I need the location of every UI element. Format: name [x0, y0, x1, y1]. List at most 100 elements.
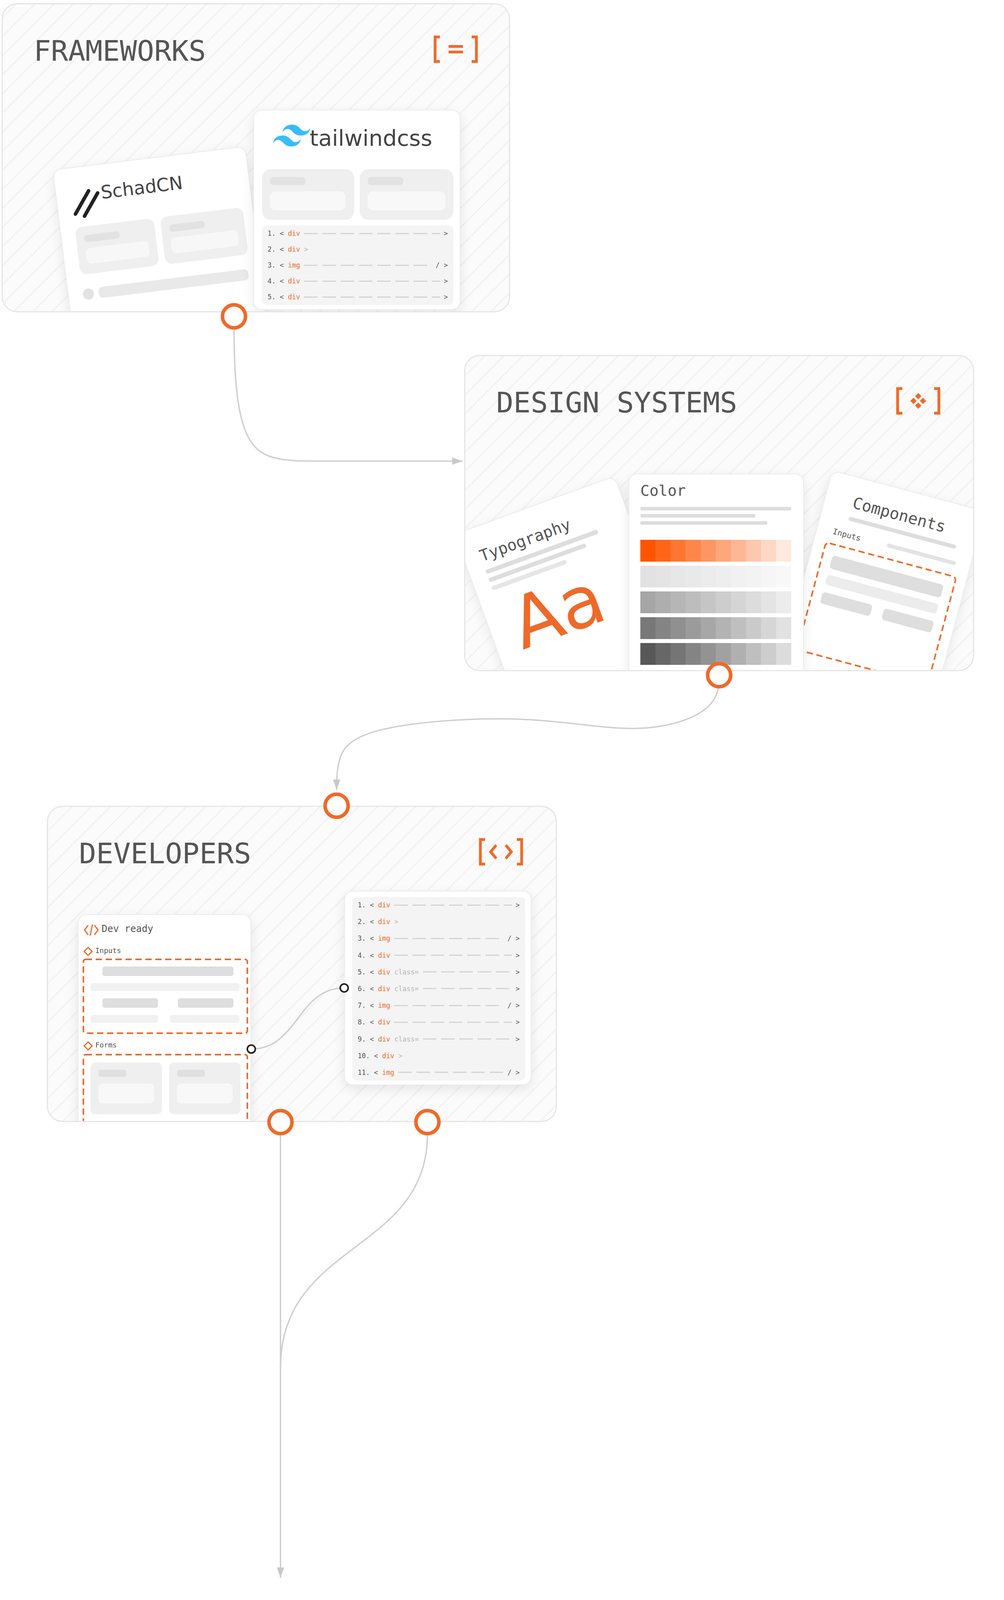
code-token: < — [279, 245, 284, 254]
illustration — [478, 838, 524, 866]
code-token: < — [369, 968, 374, 977]
illustration — [83, 923, 100, 938]
code-text: / > — [507, 934, 520, 943]
code-text: > — [515, 951, 520, 960]
code-placeholder — [394, 1021, 512, 1024]
code-text: > — [515, 984, 520, 993]
code-token: 1. — [357, 901, 366, 910]
code-token: < — [369, 1035, 374, 1044]
heading: Dev ready — [101, 923, 154, 935]
code-token: img — [377, 934, 391, 943]
code-token: div — [377, 984, 391, 993]
heading: Components — [850, 493, 949, 536]
code-token: 4. — [267, 277, 276, 286]
content-card: tailwindcss1. < div>2. < div >3. < img/ … — [253, 109, 461, 311]
code-token: 1. — [267, 229, 276, 238]
text-slot: Dev ready — [101, 923, 154, 935]
code-token: < — [373, 1052, 378, 1060]
illustration — [68, 179, 105, 223]
text-label: Aa — [500, 556, 616, 665]
code-line: 5. < div> — [267, 292, 448, 301]
code-token: div — [287, 292, 301, 301]
connector — [251, 988, 345, 1050]
code-text: 3. < img — [267, 261, 301, 270]
code-token: 8. — [357, 1018, 366, 1027]
illustration — [433, 35, 478, 64]
code-line: 1. < div> — [357, 901, 520, 910]
code-text: 7. < img — [357, 1001, 391, 1010]
code-token: > — [304, 245, 309, 254]
code-text: > — [443, 292, 448, 301]
connector — [336, 671, 720, 791]
code-line: 6. < div class= > — [357, 984, 520, 993]
text-slot: Forms — [95, 1041, 117, 1050]
code-token: < — [279, 277, 284, 286]
code-text: 3. < img — [357, 934, 391, 943]
port-dot — [340, 984, 349, 993]
heading: tailwindcss — [309, 125, 433, 151]
code-token: < — [369, 934, 374, 943]
code-token: < — [369, 951, 374, 960]
connector — [233, 312, 463, 462]
code-token: < — [279, 229, 284, 238]
text-slot: Components — [850, 493, 949, 536]
code-text: / > — [435, 261, 448, 270]
code-token: div — [287, 245, 301, 254]
code-text: 4. < div — [357, 951, 391, 960]
code-line: 2. < div > — [267, 245, 448, 254]
code-token: < — [373, 1068, 378, 1077]
code-token: 11. — [357, 1068, 370, 1077]
port-ring — [416, 1110, 440, 1134]
code-placeholder — [398, 1071, 504, 1074]
code-token: < — [369, 1001, 374, 1010]
code-token: div — [381, 1052, 395, 1060]
code-line: 1. < div> — [267, 229, 448, 238]
illustration — [78, 915, 252, 1123]
code-token: div — [377, 951, 391, 960]
code-token: 2. — [357, 917, 366, 926]
text-slot: Color — [640, 482, 686, 500]
code-token: < — [279, 261, 284, 270]
code-placeholder — [422, 1038, 512, 1040]
code-text: 10. < div > — [357, 1052, 403, 1060]
port-ring — [269, 1110, 293, 1134]
section-panel: Dev readyInputsForms1. < div>2. < div >3… — [46, 805, 557, 1123]
illustration — [629, 474, 804, 672]
text-label: Inputs — [831, 526, 862, 544]
code-token: 3. — [357, 934, 366, 943]
content-card: SchadCN — [52, 146, 267, 313]
code-token: div — [377, 901, 391, 910]
code-token: div — [377, 968, 391, 977]
text-slot: DESIGN SYSTEMS — [496, 386, 738, 420]
text-slot: Inputs — [831, 526, 862, 544]
text-slot: FRAMEWORKS — [33, 34, 206, 68]
code-token: div — [377, 1018, 391, 1027]
code-text: / > — [507, 1001, 520, 1010]
code-line: 7. < img / > — [357, 1001, 520, 1010]
text-slot: SchadCN — [99, 172, 184, 204]
port-dot — [247, 1045, 256, 1054]
section-panel: TypographyAaColorComponentsInputsDESIGN … — [464, 354, 975, 672]
section-panel: SchadCNtailwindcss1. < div>2. < div >3. … — [1, 3, 511, 313]
code-line: 4. < div > — [357, 951, 520, 960]
code-token: 9. — [357, 1035, 366, 1044]
code-text: 5. < div class= — [357, 968, 419, 977]
code-text: > — [515, 1035, 520, 1044]
code-text: 6. < div class= — [357, 984, 419, 993]
heading: DEVELOPERS — [79, 837, 251, 871]
heading: DESIGN SYSTEMS — [496, 386, 738, 420]
code-text: > — [515, 1018, 520, 1027]
code-block: 1. < div>2. < div >3. < img/ >4. < div>5… — [262, 225, 454, 305]
code-line: 5. < div class=> — [357, 968, 520, 977]
code-token: class= — [394, 1035, 419, 1044]
code-placeholder — [422, 988, 512, 990]
port-ring — [707, 663, 731, 687]
code-token: 6. — [357, 984, 366, 993]
output-line — [280, 1134, 428, 1369]
text-slot: Inputs — [95, 946, 122, 956]
content-card: 1. < div>2. < div >3. < img/ >4. < div>5… — [344, 890, 532, 1086]
code-token: > — [398, 1052, 403, 1060]
illustration — [53, 146, 267, 313]
code-placeholder — [304, 280, 440, 282]
content-card: ComponentsInputs — [778, 470, 975, 672]
